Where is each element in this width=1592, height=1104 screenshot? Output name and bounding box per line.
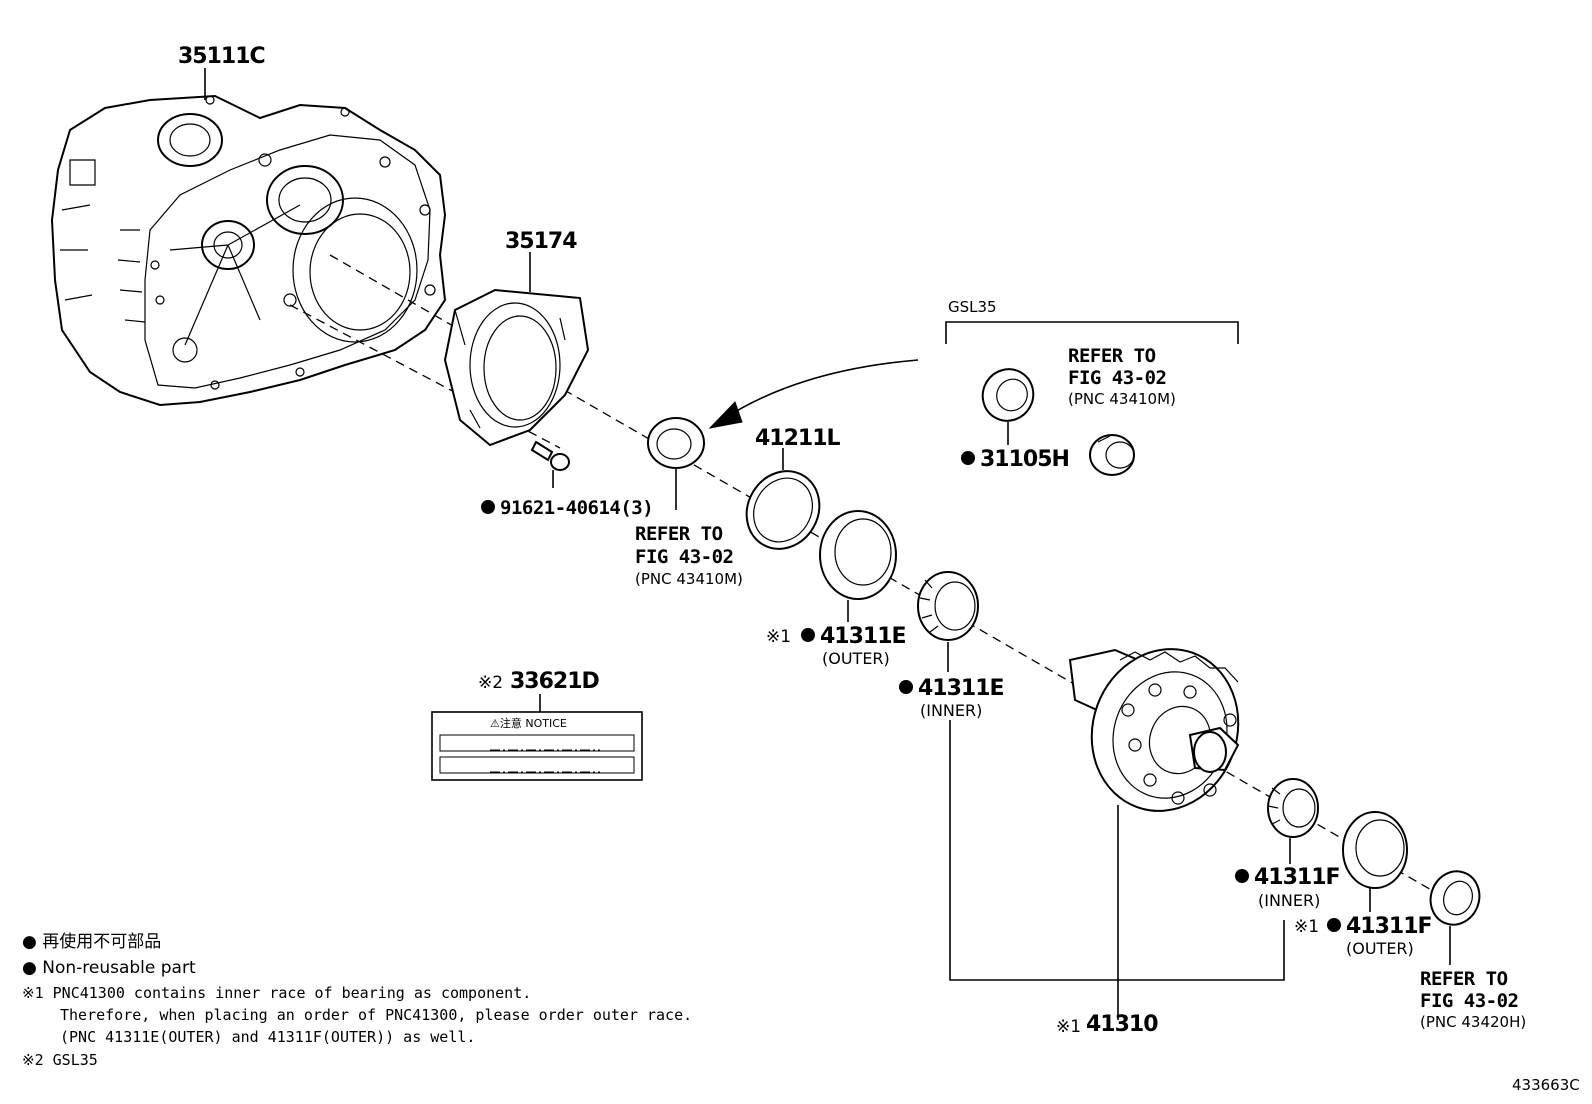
- oil-deflector-drawing: [443, 288, 590, 447]
- sub-label-41311F-inner: (INNER): [1258, 891, 1320, 910]
- non-reusable-dot-31105H: [961, 451, 975, 465]
- bracket-41310: [949, 720, 1285, 981]
- notice-label-header: ⚠注意 NOTICE: [490, 716, 567, 730]
- note1-mark-41310: ※1: [1056, 1017, 1081, 1037]
- legend-non-reusable-en: ● Non-reusable part: [22, 958, 196, 978]
- footnote-2: ※2 GSL35: [22, 1051, 98, 1069]
- assembly-axis-line-bolt: [289, 304, 561, 449]
- outer-race-f-drawing: [1342, 811, 1408, 889]
- non-reusable-dot-41311E-inner: [899, 680, 913, 694]
- part-label-41311E-outer: 41311E: [820, 624, 906, 649]
- oil-seal-31105H-drawing: [981, 368, 1035, 422]
- sub-label-41311F-outer: (OUTER): [1346, 939, 1414, 958]
- ref3-line2: FIG 43-02: [1420, 990, 1518, 1012]
- sub-label-41311E-inner: (INNER): [920, 701, 982, 720]
- note2-mark-33621D: ※2: [478, 673, 503, 693]
- notice-label-plate: [431, 711, 643, 781]
- ref2-line2: FIG 43-02: [1068, 367, 1166, 389]
- part-label-41311E-inner: 41311E: [918, 676, 1004, 701]
- footnote-1-line2: Therefore, when placing an order of PNC4…: [60, 1006, 692, 1024]
- ref1-line3: (PNC 43410M): [635, 570, 743, 588]
- bolt-drawing: [530, 440, 570, 471]
- non-reusable-dot-41311F-inner: [1235, 869, 1249, 883]
- legend-non-reusable-jp: ● 再使用不可部品: [22, 931, 161, 952]
- part-label-91621-40614: 91621-40614(3): [500, 497, 653, 519]
- ref1-line1: REFER TO: [635, 523, 723, 545]
- part-label-41310: 41310: [1086, 1012, 1158, 1037]
- part-label-41211L: 41211L: [755, 426, 841, 451]
- group-bracket-gsl35: [945, 321, 1239, 344]
- part-label-35174: 35174: [505, 229, 577, 254]
- note1-mark-41311F-outer: ※1: [1294, 917, 1319, 937]
- part-label-41311F-outer: 41311F: [1346, 914, 1432, 939]
- part-label-41311F-inner: 41311F: [1254, 865, 1340, 890]
- footnote-1-line1: ※1 PNC41300 contains inner race of beari…: [22, 984, 531, 1002]
- note1-mark-41311E-outer: ※1: [766, 627, 791, 647]
- non-reusable-dot-41311E-outer: [801, 628, 815, 642]
- non-reusable-dot-91621: [481, 500, 495, 514]
- inner-race-f-drawing: [1267, 778, 1319, 838]
- sub-label-41311E-outer: (OUTER): [822, 649, 890, 668]
- curved-arrow-head: [708, 401, 743, 429]
- ref3-line1: REFER TO: [1420, 968, 1508, 990]
- shim-drawing: [745, 470, 821, 550]
- oil-seal-gsl35-drawing: [1089, 434, 1135, 476]
- oil-seal-left-drawing: [647, 417, 705, 469]
- ref3-line3: (PNC 43420H): [1420, 1013, 1526, 1031]
- part-label-33621D: 33621D: [510, 669, 600, 694]
- ref1-line2: FIG 43-02: [635, 546, 733, 568]
- inner-race-e-drawing: [917, 571, 979, 641]
- figure-id: 433663C: [1512, 1076, 1580, 1094]
- oil-seal-right-drawing: [1429, 870, 1481, 926]
- transaxle-housing-drawing: [50, 94, 447, 407]
- non-reusable-dot-41311F-outer: [1327, 918, 1341, 932]
- ref2-line1: REFER TO: [1068, 345, 1156, 367]
- part-label-35111C: 35111C: [178, 44, 265, 69]
- ref2-line3: (PNC 43410M): [1068, 390, 1176, 408]
- differential-assembly-drawing: [1068, 648, 1240, 812]
- curved-arrow-shaft: [724, 359, 919, 419]
- group-label-gsl35: GSL35: [948, 298, 997, 316]
- footnote-1-line3: (PNC 41311E(OUTER) and 41311F(OUTER)) as…: [60, 1028, 475, 1046]
- outer-race-e-drawing: [819, 510, 897, 600]
- part-label-31105H: 31105H: [980, 447, 1069, 472]
